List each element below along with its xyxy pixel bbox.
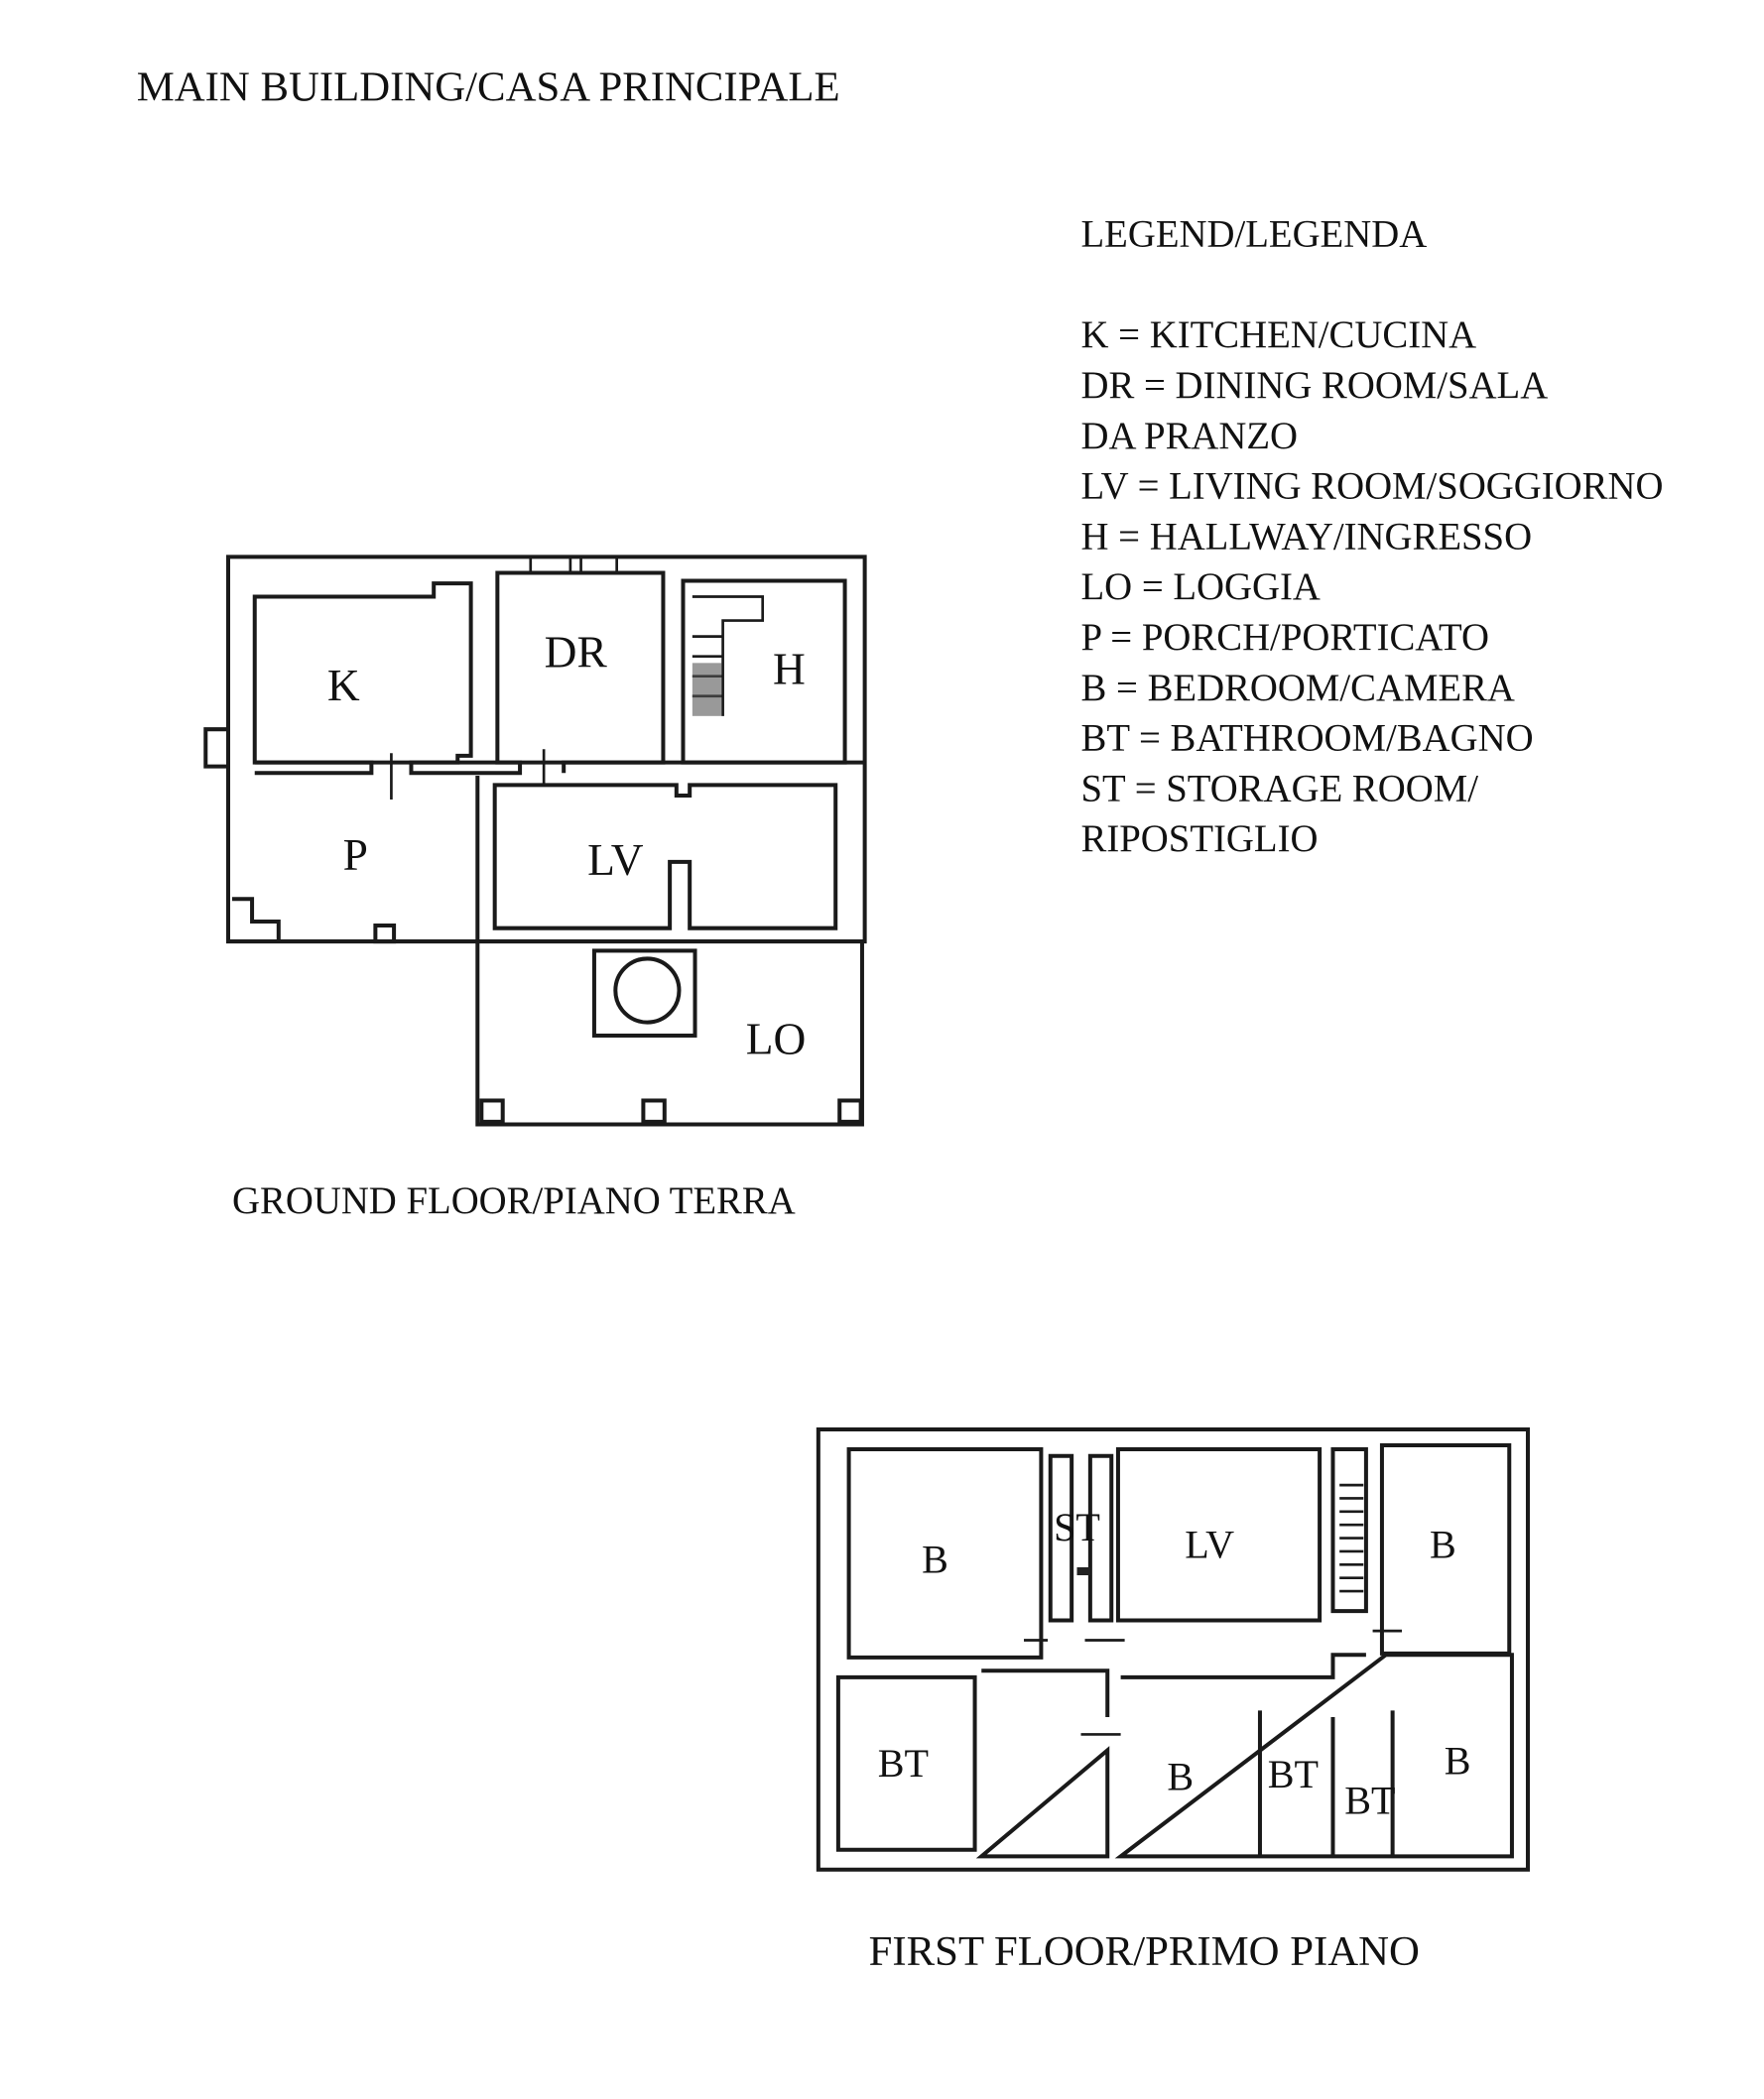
legend: LEGEND/LEGENDA K = KITCHEN/CUCINA DR = D… (1081, 213, 1664, 861)
legend-line: BT = BATHROOM/BAGNO (1081, 717, 1534, 760)
room-label: LV (1185, 1523, 1234, 1567)
legend-line: P = PORCH/PORTICATO (1081, 616, 1489, 659)
legend-line: DA PRANZO (1081, 415, 1299, 457)
ground-floor-plan: K DR H P LV LO (203, 555, 867, 1127)
room-label: ST (1054, 1505, 1100, 1549)
legend-heading: LEGEND/LEGENDA (1081, 213, 1428, 256)
first-floor-plan: B ST LV B BT B BT BT B (816, 1426, 1530, 1872)
room-label: B (1445, 1739, 1471, 1784)
room-label: BT (878, 1741, 929, 1786)
legend-line: K = KITCHEN/CUCINA (1081, 313, 1477, 356)
legend-line: DR = DINING ROOM/SALA (1081, 364, 1549, 407)
room-label: B (1430, 1523, 1456, 1567)
room-label: DR (545, 627, 608, 677)
room-label: BT (1344, 1779, 1395, 1823)
legend-line: LO = LOGGIA (1081, 565, 1321, 608)
page-title: MAIN BUILDING/CASA PRINCIPALE (137, 64, 840, 111)
room-label: LV (587, 835, 644, 885)
legend-line: H = HALLWAY/INGRESSO (1081, 515, 1533, 557)
room-label: B (1167, 1755, 1194, 1799)
first-floor-caption: FIRST FLOOR/PRIMO PIANO (869, 1928, 1420, 1975)
room-label: LO (746, 1015, 807, 1064)
room-label: K (327, 661, 360, 710)
legend-line: LV = LIVING ROOM/SOGGIORNO (1081, 465, 1664, 508)
legend-line: RIPOSTIGLIO (1081, 817, 1319, 860)
legend-line: B = BEDROOM/CAMERA (1081, 667, 1515, 709)
ground-floor-caption: GROUND FLOOR/PIANO TERRA (232, 1179, 796, 1222)
room-label: H (773, 645, 806, 694)
room-label: B (922, 1537, 948, 1581)
room-label: P (343, 830, 368, 880)
room-label: BT (1268, 1752, 1319, 1796)
legend-line: ST = STORAGE ROOM/ (1081, 767, 1479, 809)
